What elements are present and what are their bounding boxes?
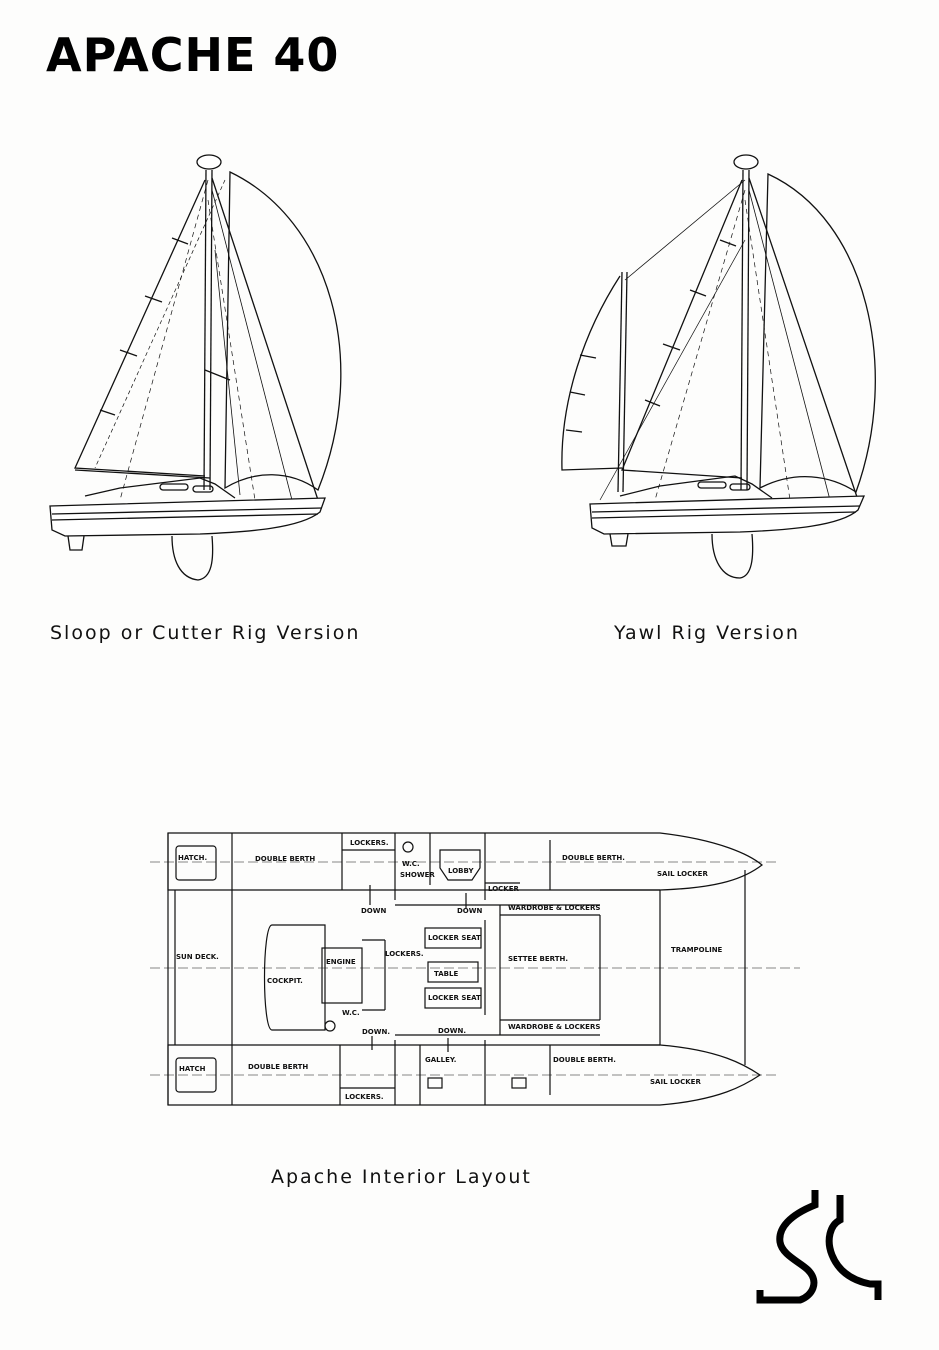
label-double-berth-top-left: DOUBLE BERTH <box>255 855 315 863</box>
label-double-berth-top-right: DOUBLE BERTH. <box>562 854 625 862</box>
label-double-berth-bottom-left: DOUBLE BERTH <box>248 1063 308 1071</box>
caption-interior: Apache Interior Layout <box>271 1166 532 1188</box>
label-hatch-bottom: HATCH <box>179 1065 206 1073</box>
label-down-4: DOWN. <box>438 1027 466 1035</box>
label-locker-seat-bottom: LOCKER SEAT <box>428 994 481 1002</box>
yawl-rig-drawing <box>561 154 876 579</box>
label-double-berth-bottom-right: DOUBLE BERTH. <box>553 1056 616 1064</box>
label-wardrobe-bottom: WARDROBE & LOCKERS <box>508 1023 600 1031</box>
label-down-1: DOWN <box>361 907 386 915</box>
label-down-2: DOWN <box>457 907 482 915</box>
label-lockers-top: LOCKERS. <box>350 839 389 847</box>
label-lockers-bottom: LOCKERS. <box>345 1093 384 1101</box>
interior-layout-plan <box>150 832 800 1106</box>
label-locker-seat-top: LOCKER SEAT <box>428 934 481 942</box>
sc-logo <box>756 1190 882 1304</box>
label-trampoline: TRAMPOLINE <box>671 946 723 954</box>
label-engine: ENGINE <box>326 958 356 966</box>
label-sail-locker-top: SAIL LOCKER <box>657 870 708 878</box>
label-galley: GALLEY. <box>425 1056 456 1064</box>
plan-labels: HATCH. DOUBLE BERTH LOCKERS. W.C. SHOWER… <box>176 839 723 1101</box>
label-wc-bottom: W.C. <box>342 1009 360 1017</box>
label-lobby: LOBBY <box>448 867 474 875</box>
label-cockpit: COCKPIT. <box>267 977 303 985</box>
label-settee-berth: SETTEE BERTH. <box>508 955 568 963</box>
label-sail-locker-bottom: SAIL LOCKER <box>650 1078 701 1086</box>
caption-yawl: Yawl Rig Version <box>614 622 800 644</box>
label-wc-top: W.C. <box>402 860 420 868</box>
label-hatch-top: HATCH. <box>178 854 207 862</box>
page-title: APACHE 40 <box>46 28 340 82</box>
sloop-rig-drawing <box>49 154 342 581</box>
label-shower: SHOWER <box>400 871 435 879</box>
label-locker-top: LOCKER <box>488 885 520 893</box>
label-down-3: DOWN. <box>362 1028 390 1036</box>
label-sun-deck: SUN DECK. <box>176 953 219 961</box>
label-lockers-mid: LOCKERS. <box>385 950 424 958</box>
label-table: TABLE <box>434 970 458 978</box>
label-wardrobe-top: WARDROBE & LOCKERS <box>508 904 600 912</box>
caption-sloop: Sloop or Cutter Rig Version <box>50 622 361 644</box>
